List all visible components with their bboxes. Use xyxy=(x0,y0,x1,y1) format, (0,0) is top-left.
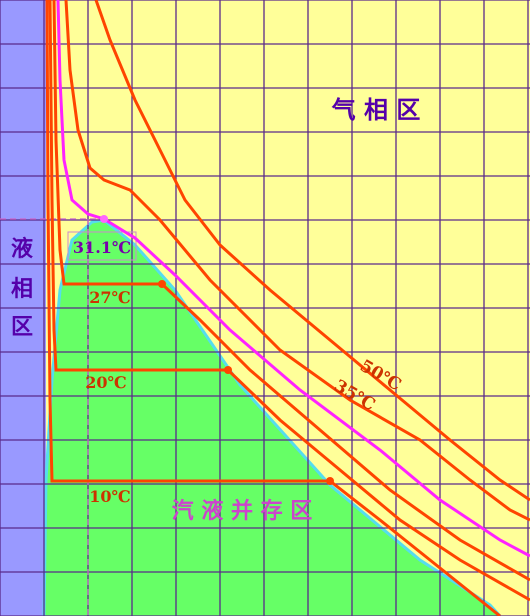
liquid-region-label-1: 液 xyxy=(11,236,33,262)
coexist-region-label: 汽 液 并 存 区 xyxy=(172,498,313,524)
isotherm-label-31: 31.1℃ xyxy=(73,238,131,257)
saturation-point-27 xyxy=(158,280,166,288)
isotherm-31-curve xyxy=(56,0,530,558)
isotherm-50-curve xyxy=(94,0,530,502)
coexist-region xyxy=(44,220,500,616)
saturation-point-20 xyxy=(224,366,232,374)
saturation-point-10 xyxy=(326,477,334,485)
critical-point xyxy=(100,215,108,223)
isotherm-27-curve xyxy=(52,0,530,582)
liquid-region-label-3: 区 xyxy=(11,314,33,340)
isotherm-label-10: 10℃ xyxy=(89,487,130,506)
isotherm-label-20: 20℃ xyxy=(85,373,126,392)
critical-label-box xyxy=(67,231,137,261)
isotherm-label-27: 27℃ xyxy=(89,288,130,307)
gas-region-label: 气 相 区 xyxy=(331,95,421,124)
isotherm-35-curve xyxy=(64,0,530,522)
liquid-region-label-2: 相 xyxy=(11,276,33,302)
liquid-boundary xyxy=(42,218,105,616)
isotherm-20-curve xyxy=(48,0,530,602)
